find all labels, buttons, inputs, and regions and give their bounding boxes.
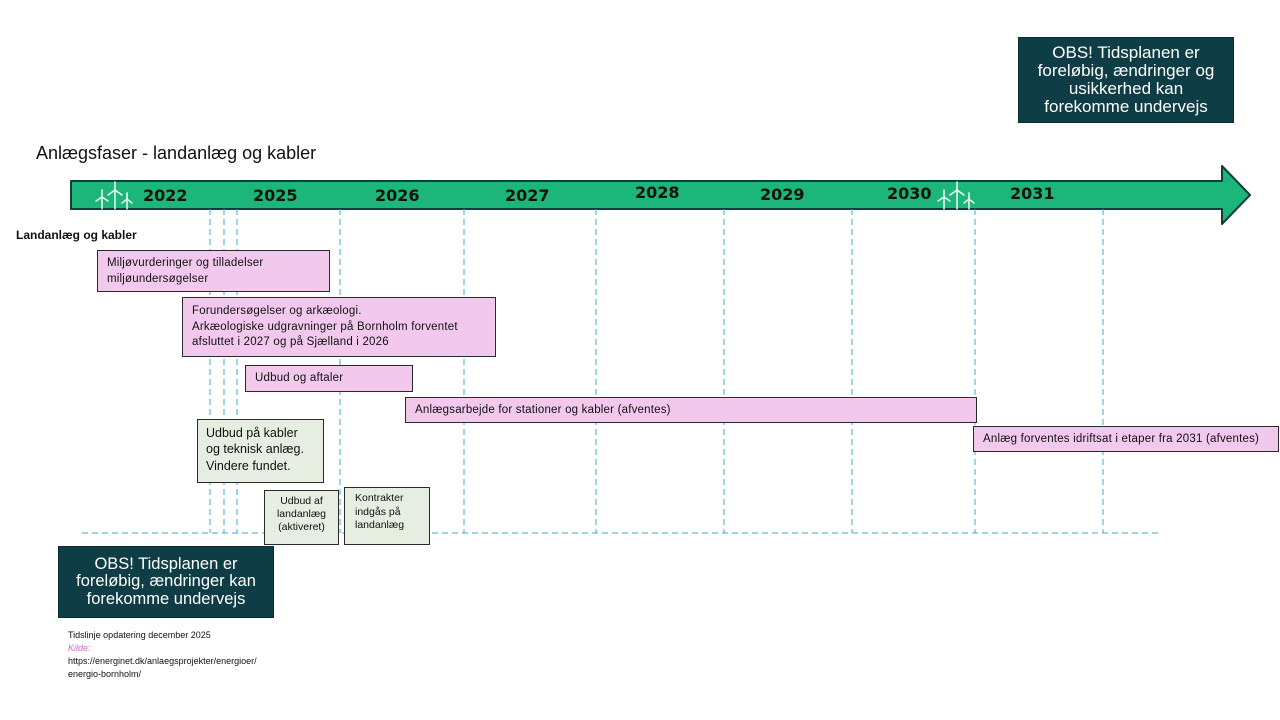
- source-url-continued[interactable]: energio-bornholm/: [68, 669, 142, 679]
- milestone-udbud-kabler: Udbud på kabler og teknisk anlæg. Vinder…: [197, 419, 324, 483]
- milestone-kontrakter: Kontrakter indgås på landanlæg: [344, 487, 430, 545]
- phase-bar-forundersoegelser: Forundersøgelser og arkæologi. Arkæologi…: [182, 297, 496, 357]
- year-label-2022: 2022: [143, 186, 188, 205]
- row-label: Landanlæg og kabler: [16, 228, 137, 242]
- wind-turbines-icon: [95, 181, 133, 210]
- disclaimer-note-top: OBS! Tidsplanen er foreløbig, ændringer …: [1018, 37, 1234, 123]
- year-label-2025: 2025: [253, 186, 298, 205]
- phase-bar-miljoevurderinger: Miljøvurderinger og tilladelser miljøund…: [97, 250, 330, 292]
- source-url[interactable]: https://energinet.dk/anlaegsprojekter/en…: [68, 656, 257, 666]
- year-label-2030: 2030: [887, 184, 932, 203]
- source-label: Kilde:: [68, 643, 91, 653]
- wind-turbines-icon: [937, 181, 975, 210]
- phase-bar-anlaegsarbejde: Anlægsarbejde for stationer og kabler (a…: [405, 397, 977, 423]
- year-label-2028: 2028: [635, 183, 680, 202]
- timeline-arrow: [70, 165, 1251, 225]
- year-label-2031: 2031: [1010, 184, 1055, 203]
- phase-bar-label: Anlægsarbejde for stationer og kabler (a…: [415, 404, 671, 416]
- phase-bar-label: Miljøvurderinger og tilladelser miljøund…: [107, 257, 264, 285]
- year-label-2029: 2029: [760, 185, 805, 204]
- phase-bar-idriftsat: Anlæg forventes idriftsat i etaper fra 2…: [973, 426, 1279, 452]
- phase-bar-label: Udbud og aftaler: [255, 372, 344, 384]
- milestone-label: Kontrakter indgås på landanlæg: [355, 492, 405, 532]
- milestone-label: Udbud af landanlæg (aktiveret): [276, 495, 327, 534]
- footer: Tidslinje opdatering december 2025 Kilde…: [68, 629, 257, 681]
- update-note: Tidslinje opdatering december 2025: [68, 630, 211, 640]
- phase-bar-udbud-aftaler: Udbud og aftaler: [245, 365, 413, 392]
- disclaimer-note-bottom: OBS! Tidsplanen er foreløbig, ændringer …: [58, 546, 274, 618]
- year-label-2026: 2026: [375, 186, 420, 205]
- milestone-label: Udbud på kabler og teknisk anlæg. Vinder…: [206, 426, 304, 473]
- phase-bar-label: Arkæologiske udgravninger på Bornholm fo…: [192, 320, 458, 349]
- year-label-2027: 2027: [505, 186, 550, 205]
- milestone-udbud-landanlaeg: Udbud af landanlæg (aktiveret): [264, 490, 339, 545]
- page-title: Anlægsfaser - landanlæg og kabler: [36, 143, 317, 163]
- phase-bar-label: Anlæg forventes idriftsat i etaper fra 2…: [983, 433, 1260, 445]
- phase-bar-label: Forundersøgelser og arkæologi.: [192, 305, 362, 317]
